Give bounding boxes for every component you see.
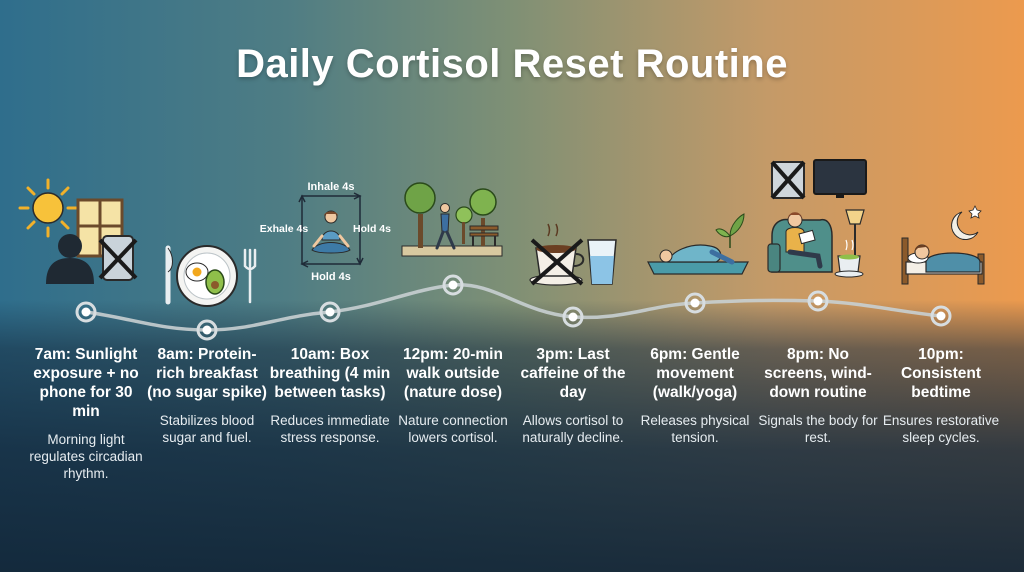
step-heading: 8am: Protein-rich breakfast (no sugar sp…: [147, 346, 267, 401]
step-heading: 12pm: 20-min walk outside (nature dose): [403, 346, 503, 401]
sun-icon: [18, 178, 78, 238]
step-7am: 7am: Sunlight exposure + no phone for 30…: [24, 345, 148, 482]
plant-icon: [715, 213, 745, 248]
page-title: Daily Cortisol Reset Routine: [236, 42, 788, 86]
step-description: Morning light regulates circadian rhythm…: [29, 432, 143, 481]
bed-icon: [901, 237, 985, 285]
step-heading: 7am: Sunlight exposure + no phone for 30…: [33, 346, 139, 420]
step-description: Stabilizes blood sugar and fuel.: [159, 413, 255, 445]
hold-bottom-label: Hold 4s: [311, 271, 351, 283]
moon-icon: [951, 211, 979, 241]
crossed-phone-icon: [98, 235, 138, 281]
exhale-label: Exhale 4s: [260, 223, 309, 235]
person-silhouette-icon: [46, 234, 94, 284]
egg-icon: [185, 262, 209, 282]
bed-moon-icon: [901, 205, 985, 285]
step-description: Nature connection lowers cortisol.: [398, 413, 508, 445]
sun-window-no-phone-icon: [18, 178, 138, 284]
step-heading: 10am: Box breathing (4 min between tasks…: [269, 346, 391, 401]
no-coffee-water-icon: [529, 223, 617, 286]
crossed-tablet-icon: [770, 160, 806, 200]
inhale-label: Inhale 4s: [307, 181, 354, 193]
star-icon: [968, 205, 982, 219]
timeline-node-4: [442, 274, 464, 296]
step-description: Ensures restorative sleep cycles.: [882, 413, 1000, 445]
meditating-person-icon: [311, 210, 351, 254]
yoga-pose-icon: [647, 213, 749, 275]
reading-no-tv-icon: [767, 159, 867, 278]
bottom-shade: [0, 300, 1024, 572]
step-8am: 8am: Protein-rich breakfast (no sugar sp…: [145, 345, 269, 446]
box-breathing-meditation-icon: Inhale 4s Hold 4s Hold 4s Exhale 4s: [260, 181, 391, 283]
step-heading: 10pm: Consistent bedtime: [900, 346, 982, 401]
step-description: Signals the body for rest.: [758, 413, 878, 445]
step-10pm: 10pm: Consistent bedtime Ensures restora…: [879, 345, 1003, 446]
step-description: Reduces immediate stress response.: [270, 413, 390, 445]
step-3pm: 3pm: Last caffeine of the day Allows cor…: [511, 345, 635, 446]
timeline-node-6: [684, 292, 706, 314]
step-description: Releases physical tension.: [640, 413, 750, 445]
timeline-node-1: [75, 301, 97, 323]
timeline-node-8: [930, 305, 952, 327]
timeline-node-3: [319, 301, 341, 323]
step-6pm: 6pm: Gentle movement (walk/yoga) Release…: [633, 345, 757, 446]
step-heading: 8pm: No screens, wind-down routine: [764, 346, 872, 401]
water-glass-icon: [587, 239, 617, 285]
timeline-node-2: [196, 319, 218, 341]
timeline-node-7: [807, 290, 829, 312]
step-heading: 6pm: Gentle movement (walk/yoga): [650, 346, 740, 401]
yoga-person-icon: [659, 244, 735, 265]
tv-icon: [813, 159, 867, 198]
hold-right-label: Hold 4s: [353, 223, 391, 235]
sleeping-person-icon: [914, 244, 930, 260]
step-description: Allows cortisol to naturally decline.: [522, 413, 624, 445]
timeline-node-5: [562, 306, 584, 328]
reading-person-icon: [785, 212, 823, 269]
breathing-box-arrows: [298, 192, 364, 268]
tree-icon: [404, 182, 497, 248]
breakfast-plate-icon: [165, 245, 257, 307]
tea-cup-icon: [834, 239, 864, 278]
bench-icon: [469, 225, 499, 246]
walking-person-icon: [435, 203, 456, 250]
step-10am: 10am: Box breathing (4 min between tasks…: [268, 345, 392, 446]
cross-mark-icon: [530, 238, 584, 286]
fork-icon: [243, 248, 257, 304]
step-8pm: 8pm: No screens, wind-down routine Signa…: [756, 345, 880, 446]
park-walk-icon: [401, 182, 503, 257]
knife-icon: [165, 245, 173, 305]
timeline-path: [85, 283, 942, 332]
step-heading: 3pm: Last caffeine of the day: [520, 346, 626, 401]
avocado-icon: [205, 269, 225, 295]
step-12pm: 12pm: 20-min walk outside (nature dose) …: [391, 345, 515, 446]
